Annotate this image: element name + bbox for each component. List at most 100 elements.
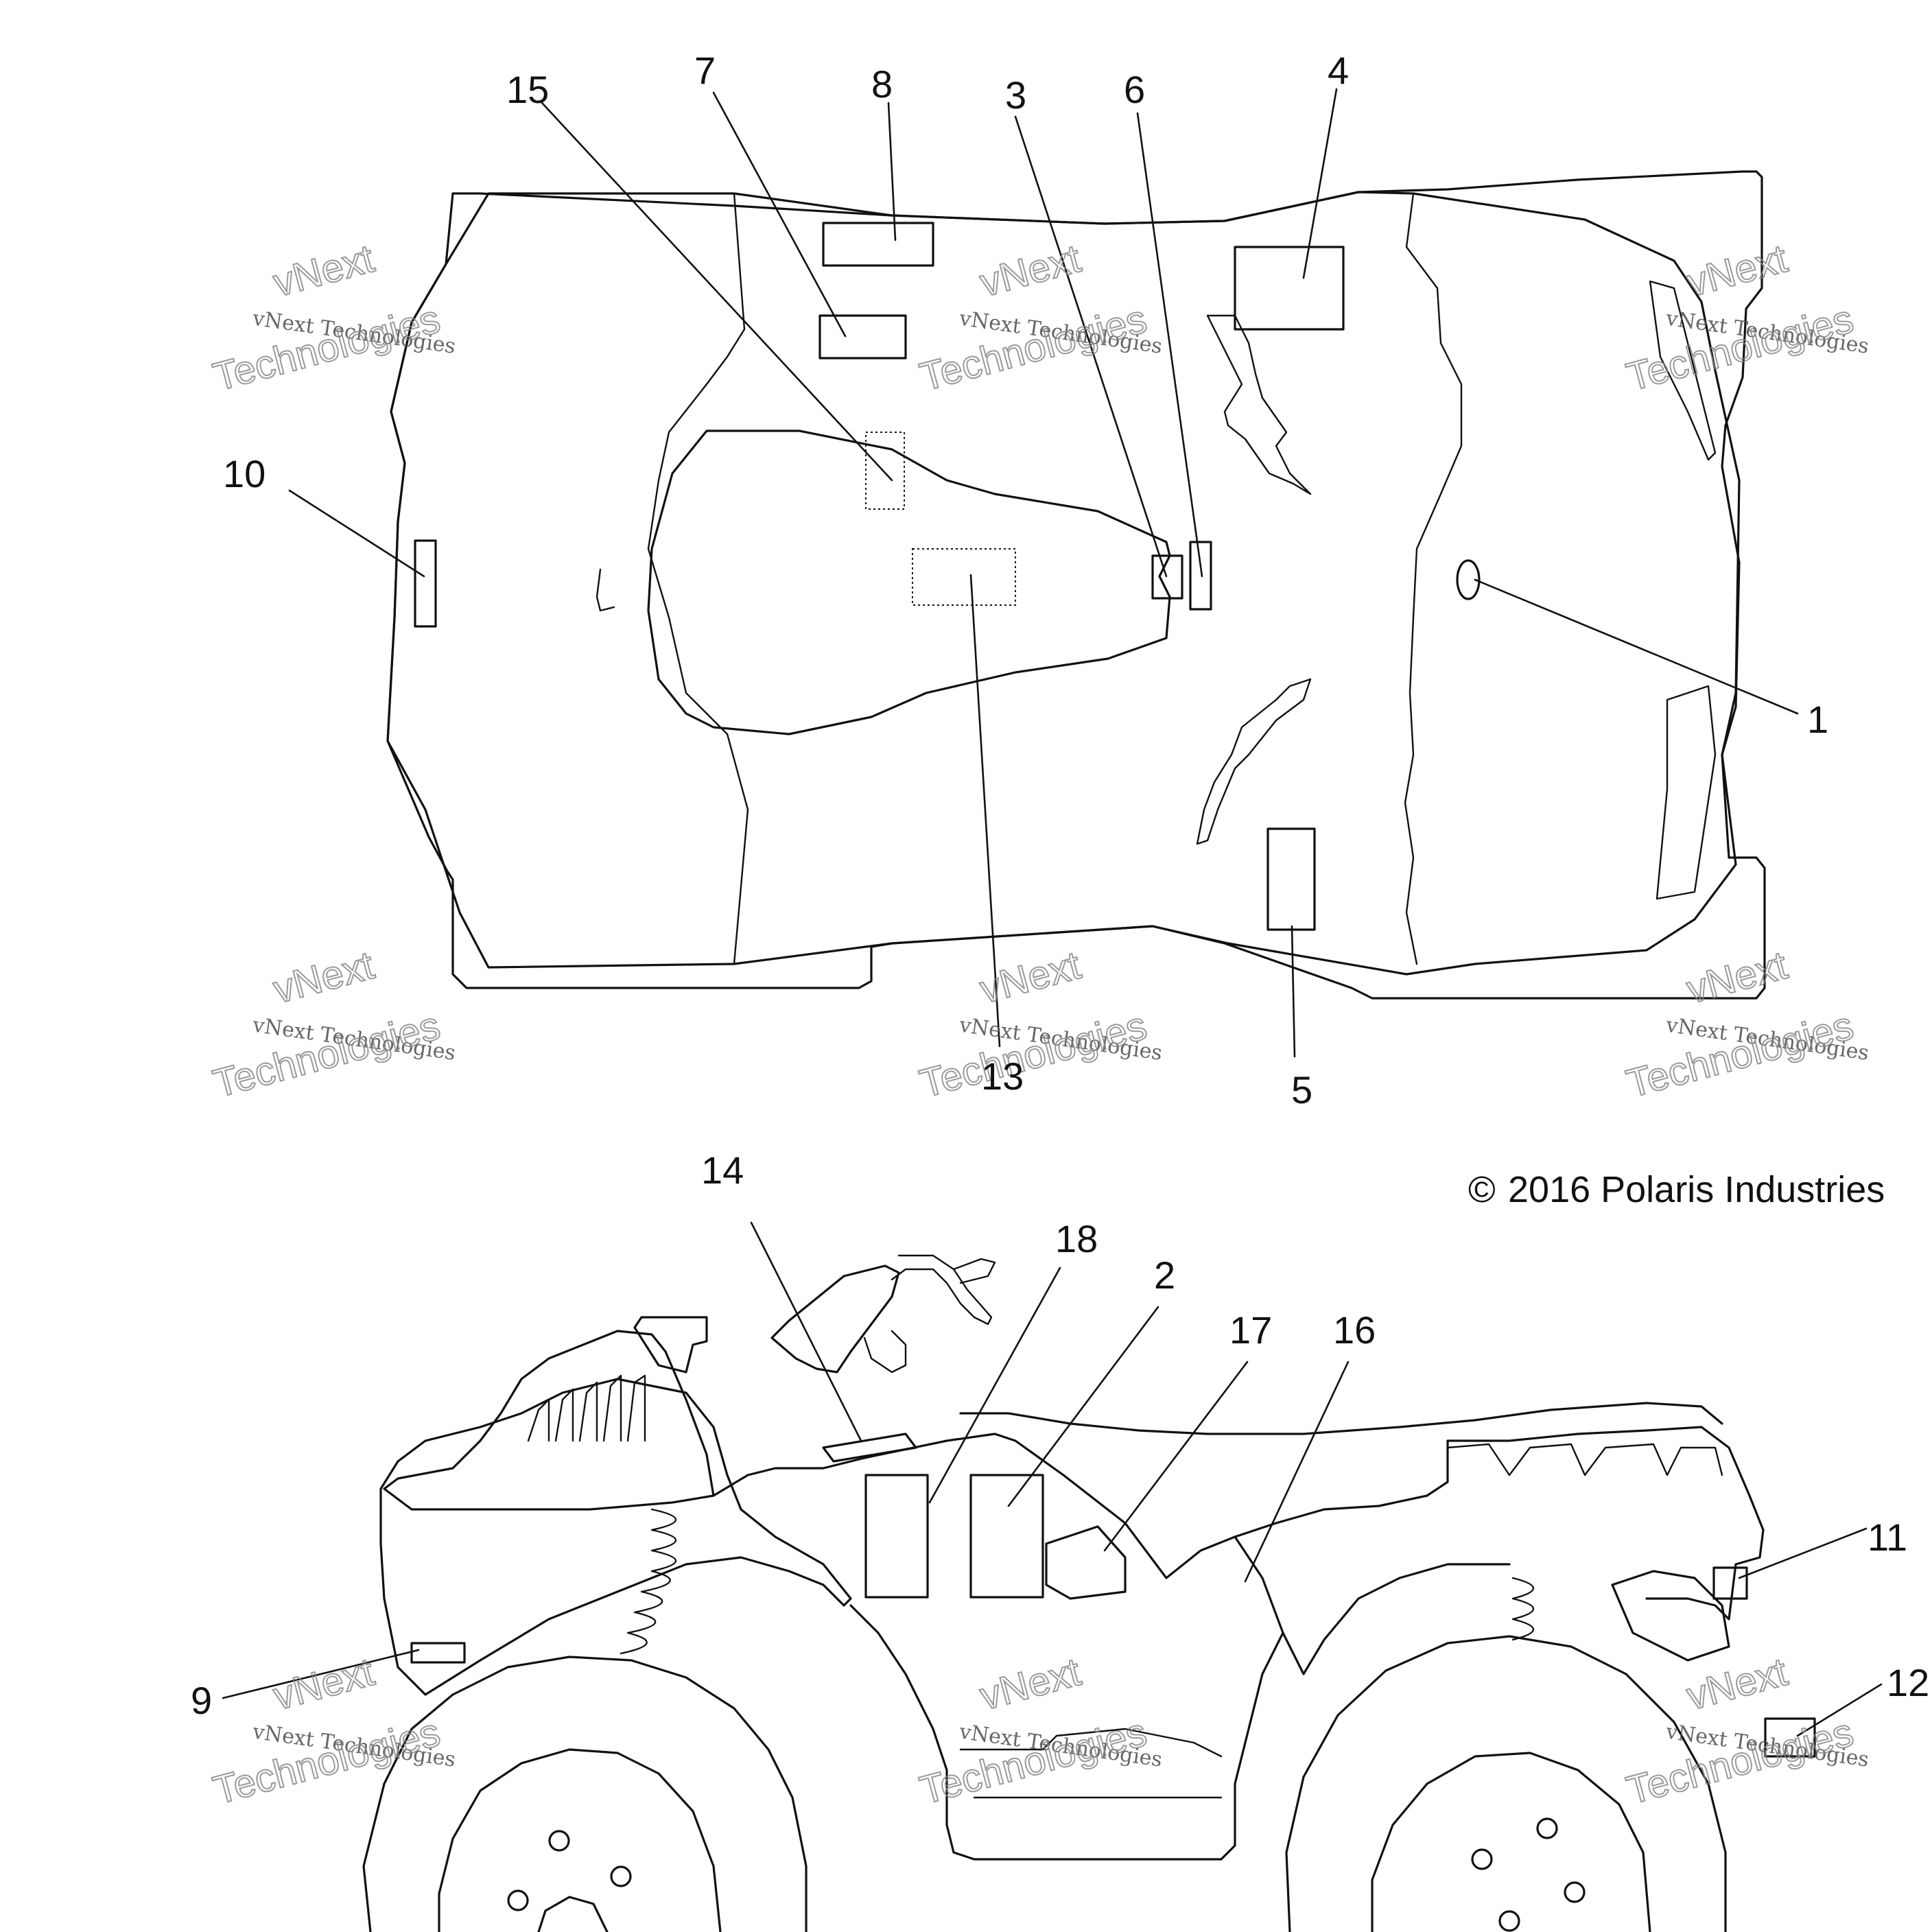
callout-3: 3 — [1005, 73, 1026, 117]
front-grille — [527, 1374, 646, 1442]
footwell-floor — [959, 1728, 1223, 1799]
decal-11 — [1712, 1566, 1748, 1600]
rear-fender-inner — [1234, 1535, 1511, 1675]
handlebar-bottom — [1196, 678, 1312, 845]
leader-13 — [969, 574, 1001, 1048]
decal-10 — [414, 539, 437, 628]
rear-hub-bolt — [1536, 1817, 1558, 1839]
decal-13 — [912, 548, 1016, 606]
top-view-body-outline — [386, 170, 1766, 1000]
leader-11 — [1738, 1527, 1868, 1579]
callout-15: 15 — [506, 68, 549, 111]
callout-7: 7 — [694, 49, 716, 92]
leader-18 — [928, 1267, 1061, 1504]
callout-1: 1 — [1807, 698, 1828, 741]
decal-7 — [818, 314, 907, 360]
svg-text:vNext: vNext — [269, 1649, 379, 1719]
svg-text:Technologies: Technologies — [1622, 1003, 1858, 1106]
rear-shock-spring — [1511, 1577, 1535, 1641]
leader-6 — [1136, 112, 1203, 578]
front-fender-divider — [647, 192, 749, 965]
front-wheel-rim — [438, 1748, 722, 1932]
leader-1 — [1474, 578, 1799, 715]
callout-13: 13 — [981, 1055, 1024, 1098]
watermark: vNext vNext Technologies Technologies — [208, 942, 457, 1107]
instrument-pod — [770, 1264, 900, 1374]
rear-wheel-tire — [1285, 1635, 1727, 1932]
decal-18 — [864, 1474, 929, 1599]
watermark: vNext vNext Technologies Technologies — [1621, 235, 1870, 400]
decal-4 — [1234, 246, 1345, 331]
decal-6 — [1189, 541, 1212, 611]
decal-9 — [410, 1642, 466, 1664]
leader-8 — [887, 102, 897, 242]
watermark: vNext vNext Technologies Technologies — [208, 235, 457, 400]
fuel-cap — [1456, 559, 1481, 600]
leader-16 — [1244, 1360, 1350, 1583]
front-rack-notch — [596, 568, 615, 612]
callout-10: 10 — [223, 452, 266, 495]
rear-rack — [1446, 1443, 1723, 1483]
leader-9 — [222, 1649, 420, 1699]
rear-hub-bolt — [1564, 1881, 1586, 1903]
rear-tail-light-housing — [1611, 1570, 1730, 1662]
callout-8: 8 — [871, 62, 893, 106]
handlebar-top — [1206, 314, 1312, 495]
side-view — [222, 1221, 1883, 1932]
main-body — [712, 1426, 1765, 1621]
decal-8 — [822, 222, 934, 267]
callout-5: 5 — [1291, 1068, 1312, 1111]
leader-10 — [288, 489, 425, 578]
svg-text:Technologies: Technologies — [209, 296, 445, 399]
watermark: vNext vNext Technologies Technologies — [1621, 1649, 1870, 1813]
top-view — [288, 88, 1799, 1058]
svg-text:vNext: vNext — [1682, 236, 1792, 305]
svg-text:vNext: vNext — [1682, 1649, 1792, 1719]
front-rack-top — [633, 1316, 708, 1374]
front-hub-bolt — [548, 1830, 570, 1852]
seat-outline — [647, 429, 1171, 735]
front-hub — [537, 1896, 609, 1932]
rear-hub-bolt — [1498, 1910, 1520, 1932]
decal-3 — [1151, 554, 1183, 600]
watermarks: vNext vNext Technologies Technologies vN… — [208, 235, 1870, 1813]
svg-text:vNext: vNext — [976, 943, 1085, 1012]
rear-wheel-rim — [1371, 1752, 1651, 1932]
decal-2 — [969, 1474, 1044, 1599]
callout-11: 11 — [1868, 1516, 1907, 1559]
rear-light-upper — [1649, 280, 1717, 461]
leader-17 — [1103, 1360, 1249, 1552]
leader-5 — [1291, 925, 1296, 1058]
front-storage-pod — [383, 1330, 715, 1511]
rear-hub-bolt — [1471, 1848, 1493, 1870]
svg-text:Technologies: Technologies — [209, 1003, 445, 1106]
footwell — [849, 1604, 1284, 1861]
callout-6: 6 — [1124, 68, 1145, 111]
svg-text:vNext: vNext — [976, 236, 1085, 305]
rear-fender-divider — [1404, 192, 1463, 965]
steering-mount — [863, 1330, 907, 1374]
leader-3 — [1014, 115, 1168, 578]
decal-14 — [822, 1433, 917, 1463]
front-hub-bolt — [610, 1865, 632, 1887]
callout-18: 18 — [1055, 1217, 1098, 1260]
front-shock-spring — [620, 1508, 676, 1655]
svg-text:vNext: vNext — [269, 236, 379, 305]
callout-17: 17 — [1229, 1308, 1272, 1352]
svg-text:vNext: vNext — [976, 1649, 1085, 1719]
decal-15 — [865, 432, 905, 510]
decal-5 — [1267, 827, 1316, 931]
top-view-fender — [386, 191, 1741, 976]
front-wheel-tire — [362, 1656, 808, 1932]
watermark: vNext vNext Technologies Technologies — [915, 942, 1164, 1107]
svg-text:vNext: vNext — [269, 943, 379, 1012]
decal-12 — [1764, 1717, 1816, 1758]
svg-text:Technologies: Technologies — [915, 296, 1151, 399]
watermark: vNext vNext Technologies Technologies — [915, 235, 1164, 400]
rear-light-lower — [1656, 685, 1717, 900]
front-hub-bolt — [507, 1889, 529, 1911]
copyright-text: 2016 Polaris Industries — [1508, 1169, 1885, 1210]
callout-labels: 15 7 8 3 6 4 10 1 13 5 14 18 2 17 16 11 … — [191, 49, 1929, 1722]
leader-2 — [1007, 1306, 1159, 1507]
callout-9: 9 — [191, 1679, 212, 1722]
